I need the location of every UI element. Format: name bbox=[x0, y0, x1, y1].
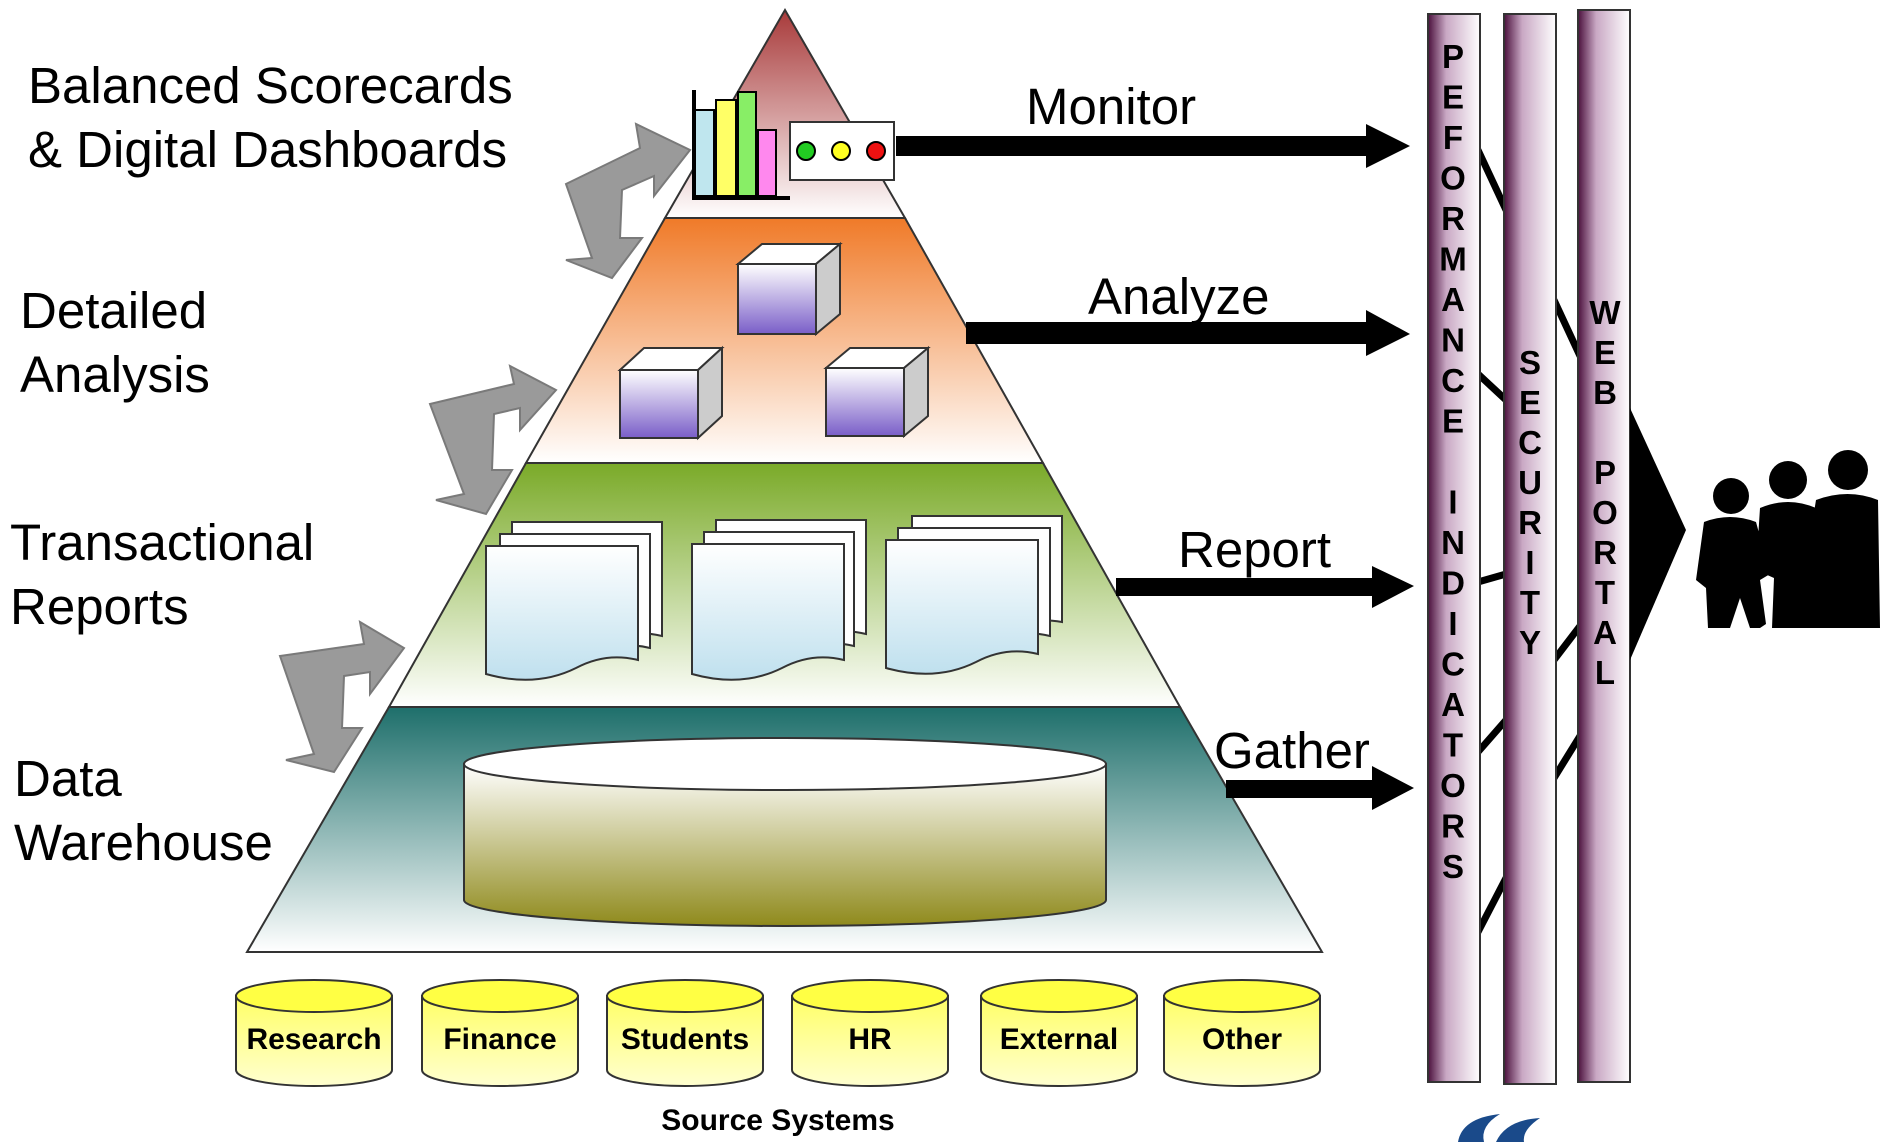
column-letter: T bbox=[1443, 727, 1463, 764]
source-system-finance: Finance bbox=[421, 979, 579, 1087]
source-system-label: Finance bbox=[443, 1023, 556, 1056]
column-letter: F bbox=[1443, 119, 1463, 156]
column-letter: I bbox=[1448, 605, 1457, 642]
column-letter: E bbox=[1442, 79, 1464, 116]
column-letter: C bbox=[1441, 646, 1465, 683]
transition-arrow-icon bbox=[564, 122, 692, 280]
bar-chart-icon bbox=[692, 90, 790, 200]
source-systems: Research Finance Students HR External Other bbox=[235, 979, 1321, 1087]
document-stack-icon bbox=[691, 519, 867, 681]
analyze-arrow-icon bbox=[966, 310, 1410, 356]
column-letter: D bbox=[1441, 565, 1465, 602]
gather-arrow-icon bbox=[1226, 766, 1414, 810]
column-letter: A bbox=[1441, 281, 1465, 318]
source-system-label: HR bbox=[848, 1023, 892, 1056]
source-system-other: Other bbox=[1163, 979, 1321, 1087]
source-system-label: Students bbox=[621, 1023, 749, 1056]
source-system-students: Students bbox=[606, 979, 764, 1087]
document-stack-icon bbox=[885, 515, 1063, 675]
report-arrow-icon bbox=[1116, 566, 1414, 608]
action-label-gather: Gather bbox=[1214, 722, 1370, 779]
action-label-monitor: Monitor bbox=[1026, 78, 1196, 135]
column-letter: M bbox=[1439, 241, 1467, 278]
column-letter: E bbox=[1519, 384, 1541, 421]
column-letter: O bbox=[1440, 767, 1466, 804]
column-letter: P bbox=[1442, 38, 1464, 75]
cube-icon bbox=[617, 345, 725, 441]
cube-icon bbox=[735, 241, 843, 337]
source-system-label: External bbox=[1000, 1023, 1118, 1056]
layer-label-dashboards-line2: & Digital Dashboards bbox=[28, 121, 507, 178]
column-letter: U bbox=[1518, 464, 1542, 501]
people-silhouette-icon bbox=[1696, 450, 1880, 628]
source-system-label: Research bbox=[246, 1023, 381, 1056]
column-letter: A bbox=[1441, 686, 1465, 723]
column-letter: O bbox=[1440, 160, 1466, 197]
company-logo-icon bbox=[1458, 1114, 1540, 1142]
column-letter: P bbox=[1594, 454, 1616, 491]
column-letter: I bbox=[1448, 484, 1457, 521]
column-letter: I bbox=[1525, 544, 1534, 581]
layer-label-analysis-line1: Detailed bbox=[20, 282, 207, 339]
layer-label-reports-line2: Reports bbox=[10, 578, 189, 635]
action-label-analyze: Analyze bbox=[1088, 268, 1269, 325]
column-letter: C bbox=[1441, 362, 1465, 399]
column-letter: R bbox=[1518, 504, 1542, 541]
column-letter: E bbox=[1442, 403, 1464, 440]
column-letter: R bbox=[1441, 808, 1465, 845]
document-stack-icon bbox=[485, 521, 663, 681]
transition-arrow-icon bbox=[278, 620, 406, 774]
cube-icon bbox=[823, 345, 931, 439]
column-letter: A bbox=[1593, 614, 1617, 651]
source-system-hr: HR bbox=[791, 979, 949, 1087]
transition-arrow-icon bbox=[428, 364, 558, 516]
source-systems-title: Source Systems bbox=[661, 1104, 894, 1137]
layer-label-dashboards-line1: Balanced Scorecards bbox=[28, 57, 513, 114]
action-label-report: Report bbox=[1178, 521, 1331, 578]
traffic-light-icon bbox=[789, 121, 895, 181]
portal-pointer-icon bbox=[1630, 408, 1686, 660]
column-letter: E bbox=[1594, 334, 1616, 371]
column-letter: Y bbox=[1519, 624, 1541, 661]
column-letter: N bbox=[1441, 322, 1465, 359]
security-column bbox=[1503, 13, 1557, 1085]
layer-label-warehouse-line1: Data bbox=[14, 750, 122, 807]
monitor-arrow-icon bbox=[896, 124, 1410, 168]
column-letter: T bbox=[1520, 584, 1540, 621]
column-letter: S bbox=[1442, 848, 1464, 885]
column-letter: N bbox=[1441, 524, 1465, 561]
column-letter: T bbox=[1595, 574, 1615, 611]
layer-label-reports-line1: Transactional bbox=[10, 514, 314, 571]
source-system-external: External bbox=[980, 979, 1138, 1087]
performance-indicators-column bbox=[1427, 13, 1481, 1083]
layer-label-warehouse-line2: Warehouse bbox=[14, 814, 273, 871]
column-letter: S bbox=[1519, 344, 1541, 381]
column-letter: O bbox=[1592, 494, 1618, 531]
column-letter: B bbox=[1593, 374, 1617, 411]
column-letter: R bbox=[1593, 534, 1617, 571]
column-letter: W bbox=[1589, 294, 1621, 331]
column-connectors bbox=[1474, 148, 1584, 934]
column-letter: R bbox=[1441, 200, 1465, 237]
source-system-label: Other bbox=[1202, 1023, 1282, 1056]
source-system-research: Research bbox=[235, 979, 393, 1087]
cylinder-icon bbox=[463, 737, 1107, 927]
column-letter: C bbox=[1518, 424, 1542, 461]
column-letter: L bbox=[1595, 654, 1615, 691]
layer-label-analysis-line2: Analysis bbox=[20, 346, 210, 403]
web-portal-column bbox=[1577, 9, 1631, 1083]
